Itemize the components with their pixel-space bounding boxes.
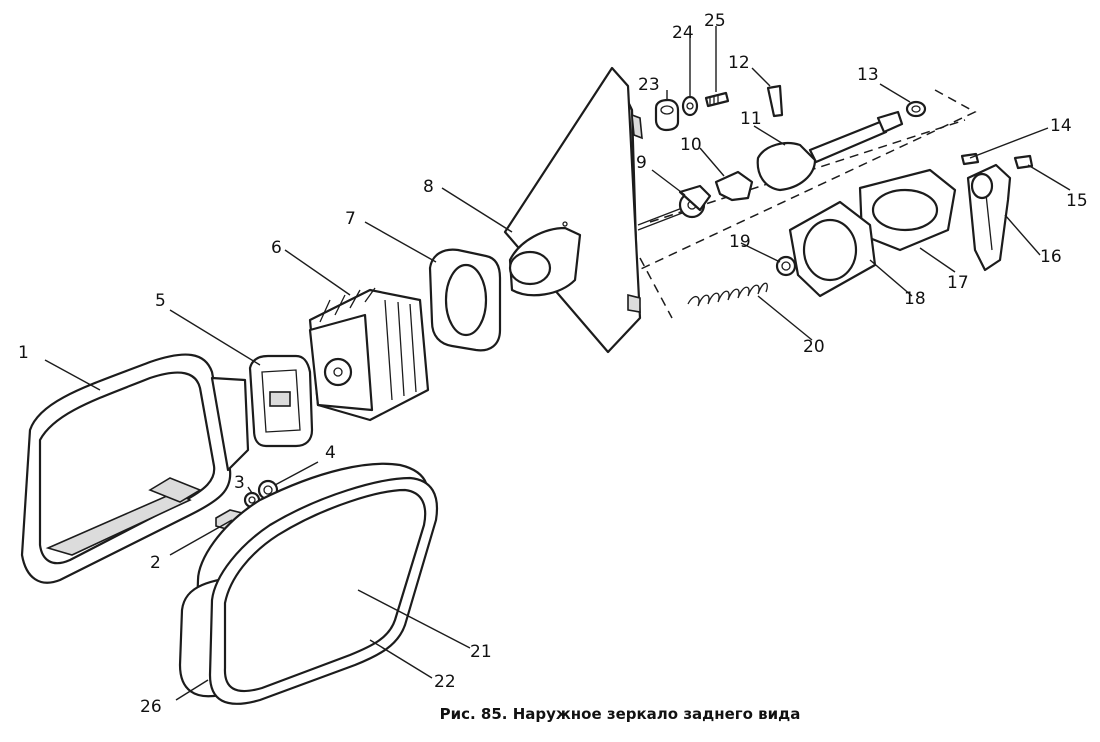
part-23-bushing [654, 98, 680, 132]
part-number-labels: 1 2 3 4 5 6 7 8 9 10 11 12 13 14 15 16 1… [18, 11, 1088, 717]
label-4: 4 [325, 443, 336, 463]
part-25-screw [704, 91, 730, 108]
label-16: 16 [1040, 247, 1062, 267]
label-3: 3 [234, 473, 245, 493]
label-23: 23 [638, 75, 660, 95]
label-15: 15 [1066, 191, 1088, 211]
label-26: 26 [140, 697, 162, 717]
label-22: 22 [434, 672, 456, 692]
part-5-frame [248, 354, 314, 448]
label-19: 19 [729, 232, 751, 252]
leader-lines [44, 26, 1071, 701]
label-21: 21 [470, 642, 492, 662]
part-15-screw [1013, 154, 1034, 170]
part-18-mounting-plate [788, 200, 877, 298]
label-8: 8 [423, 177, 434, 197]
label-20: 20 [803, 337, 825, 357]
part-16-handle [966, 163, 1012, 272]
part-8-bracket [503, 66, 643, 354]
label-14: 14 [1050, 116, 1072, 136]
part-9-lever [637, 184, 712, 231]
label-12: 12 [728, 53, 750, 73]
label-25: 25 [704, 11, 726, 31]
label-6: 6 [271, 238, 282, 258]
label-7: 7 [345, 209, 356, 229]
label-11: 11 [740, 109, 762, 129]
label-13: 13 [857, 65, 879, 85]
part-17-bracket-housing [858, 168, 957, 252]
label-10: 10 [680, 135, 702, 155]
label-18: 18 [904, 289, 926, 309]
part-11-shaft [756, 110, 904, 192]
part-10-clip [714, 170, 754, 202]
label-24: 24 [672, 23, 694, 43]
part-7-gasket [428, 248, 502, 352]
label-5: 5 [155, 291, 166, 311]
part-6-bellows [308, 287, 430, 422]
part-19-ring [775, 255, 797, 277]
label-17: 17 [947, 273, 969, 293]
part-24-washer [681, 95, 699, 117]
part-22-rim [208, 476, 438, 705]
part-1-mirror-housing [20, 353, 250, 584]
label-9: 9 [636, 153, 647, 173]
part-13-washer [905, 100, 927, 118]
part-12-pin [766, 84, 784, 118]
figure-caption: Рис. 85. Наружное зеркало заднего вида [439, 705, 801, 723]
label-1: 1 [18, 343, 29, 363]
label-2: 2 [150, 553, 161, 573]
part-20-spring [687, 282, 768, 307]
